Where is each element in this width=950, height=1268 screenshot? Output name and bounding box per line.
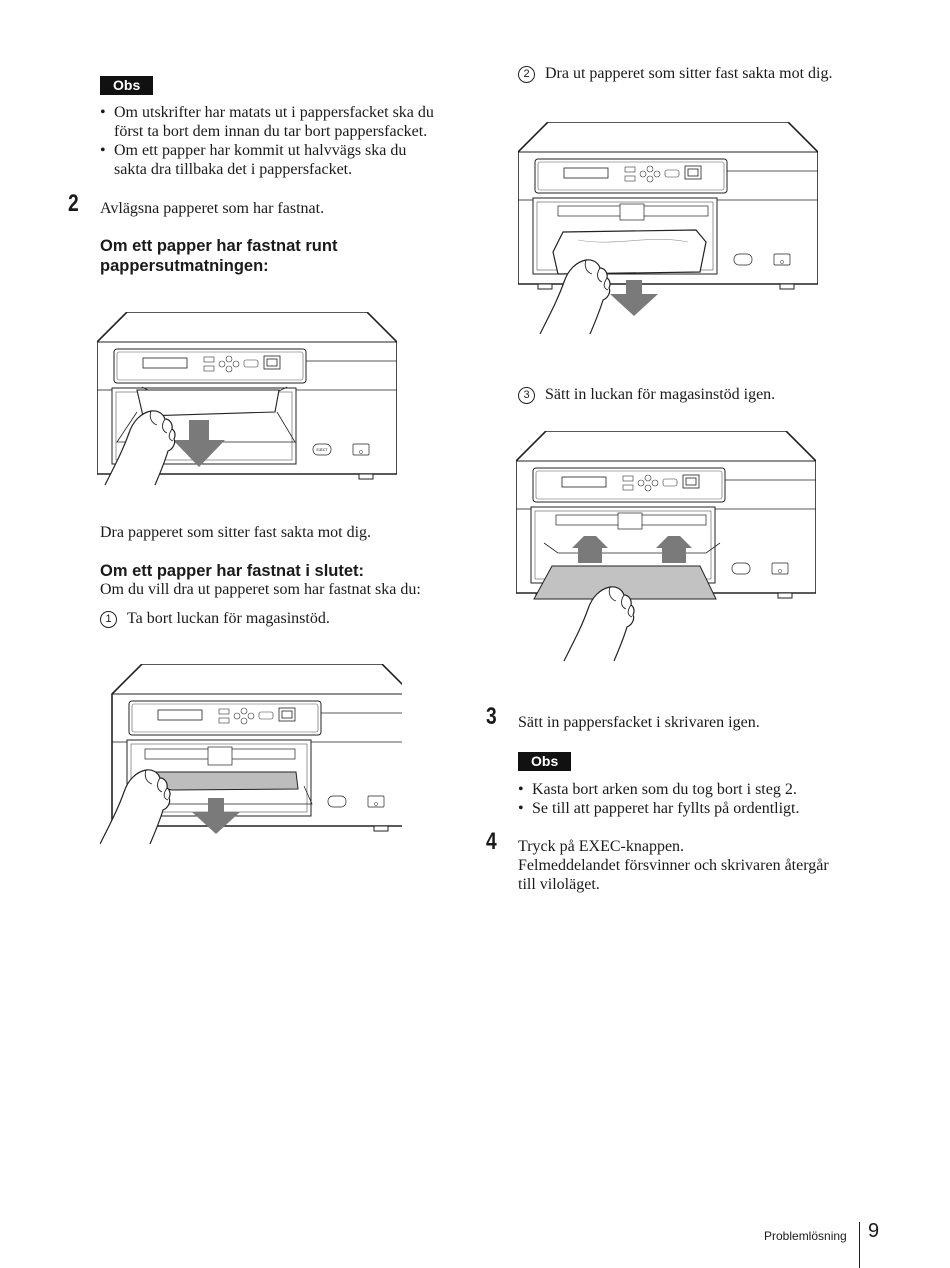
intro-jam-end: Om du vill dra ut papperet som har fastn… xyxy=(100,581,421,598)
list-item: Se till att papperet har fyllts på orden… xyxy=(518,799,858,818)
circled-number-2: 2 xyxy=(518,66,535,83)
page-number: 9 xyxy=(868,1220,880,1242)
heading-jam-end: Om ett papper har fastnat i slutet: xyxy=(100,562,365,580)
circled-number-3: 3 xyxy=(518,387,535,404)
obs-badge-left: Obs xyxy=(100,76,154,95)
printer-figure-paper-jam-output: EJECT xyxy=(97,312,397,486)
list-item: Kasta bort arken som du tog bort i steg … xyxy=(518,780,858,799)
printer-figure-pull-stuck-paper xyxy=(518,122,818,334)
obs-list-left: Om utskrifter har matats ut i pappersfac… xyxy=(100,103,450,179)
step-4-number: 4 xyxy=(486,828,497,855)
footer-divider xyxy=(859,1222,860,1268)
printer-figure-reinsert-cover xyxy=(516,431,816,662)
caption-pull-paper: Dra papperet som sitter fast sakta mot d… xyxy=(100,524,372,541)
circled-number-1: 1 xyxy=(100,611,117,628)
obs-badge-right: Obs xyxy=(518,752,572,771)
printer-figure-remove-cover xyxy=(100,664,402,845)
heading-jam-output: Om ett papper har fastnat runt pappersut… xyxy=(100,237,338,275)
step-3-text: Sätt in pappersfacket i skrivaren igen. xyxy=(518,714,760,731)
step-4-text: Tryck på EXEC-knappen. Felmeddelandet fö… xyxy=(518,838,829,893)
step-2-number: 2 xyxy=(68,190,79,217)
obs-list-right: Kasta bort arken som du tog bort i steg … xyxy=(518,780,858,818)
list-item: Om ett papper har kommit ut halvvägs ska… xyxy=(100,141,450,179)
svg-text:EJECT: EJECT xyxy=(316,448,328,452)
list-item: Om utskrifter har matats ut i pappersfac… xyxy=(100,103,450,141)
footer-section: Problemlösning xyxy=(764,1229,847,1243)
step-3-number: 3 xyxy=(486,703,497,730)
step-2-text: Avlägsna papperet som har fastnat. xyxy=(100,200,325,217)
